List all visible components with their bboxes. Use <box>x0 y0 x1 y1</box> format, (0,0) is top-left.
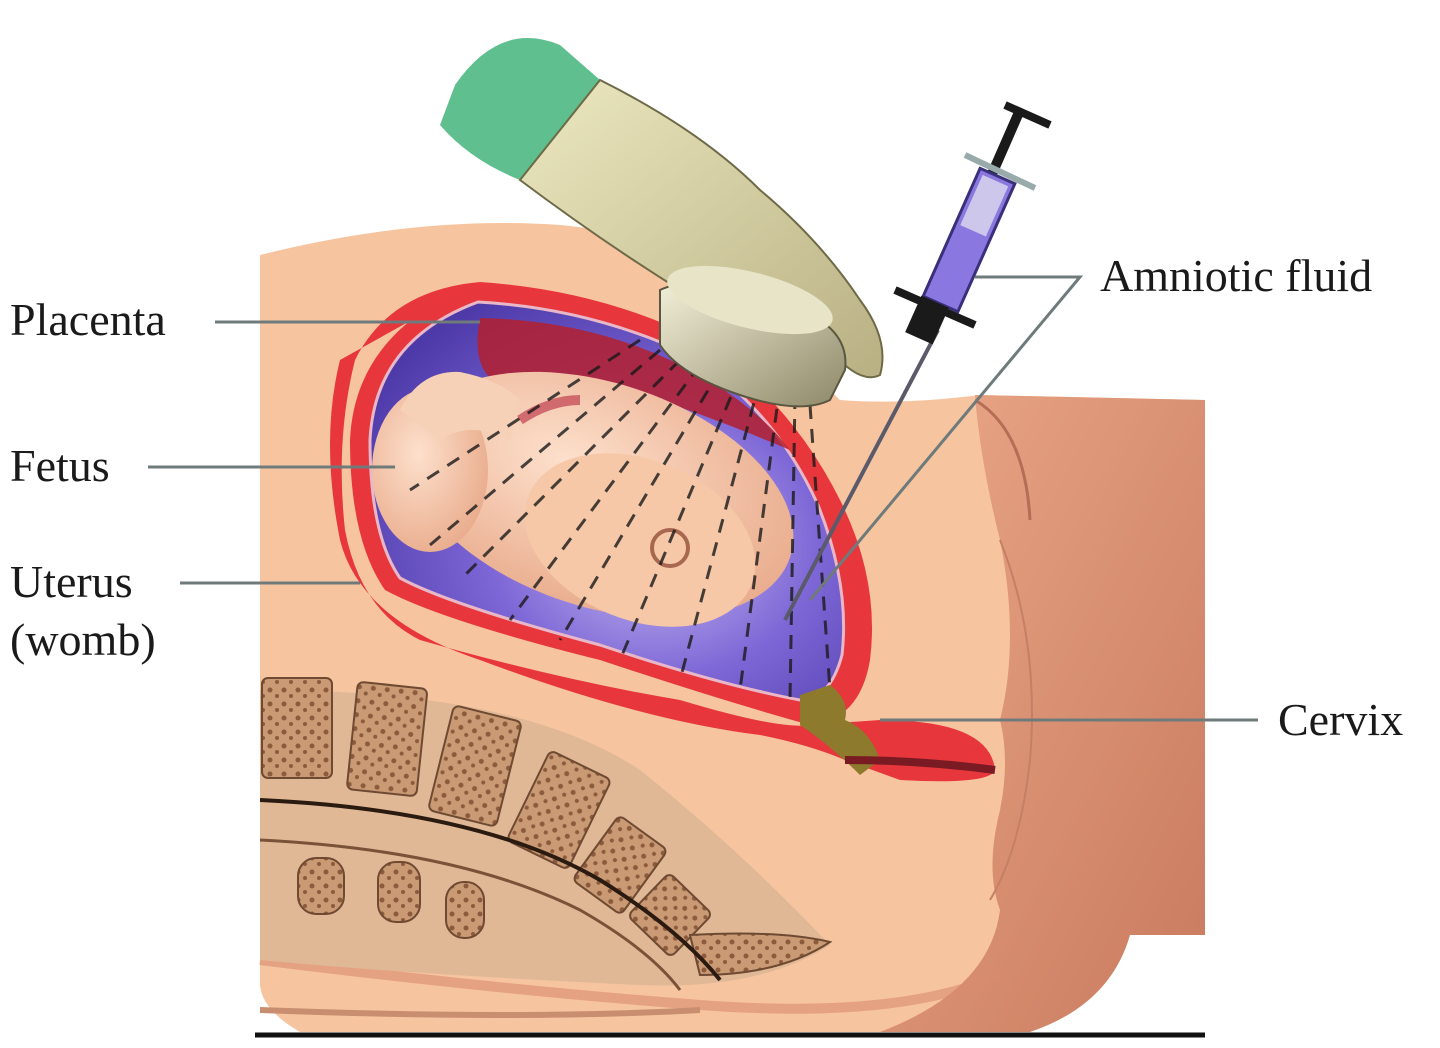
fetus-label: Fetus <box>10 440 110 491</box>
cervix-label: Cervix <box>1278 694 1404 745</box>
amniotic-fluid-label: Amniotic fluid <box>1100 250 1373 301</box>
fetus <box>372 371 794 627</box>
uterus-sublabel: (womb) <box>10 614 156 665</box>
ultrasound-waves <box>409 338 832 701</box>
ultrasound-transducer <box>659 265 847 408</box>
placenta-label: Placenta <box>10 294 166 345</box>
spine <box>259 677 833 1018</box>
amniotic-fluid-leader <box>808 275 1084 601</box>
leader-lines <box>148 275 1258 722</box>
uterus-label: Uterus <box>10 556 133 607</box>
syringe <box>783 101 1052 621</box>
